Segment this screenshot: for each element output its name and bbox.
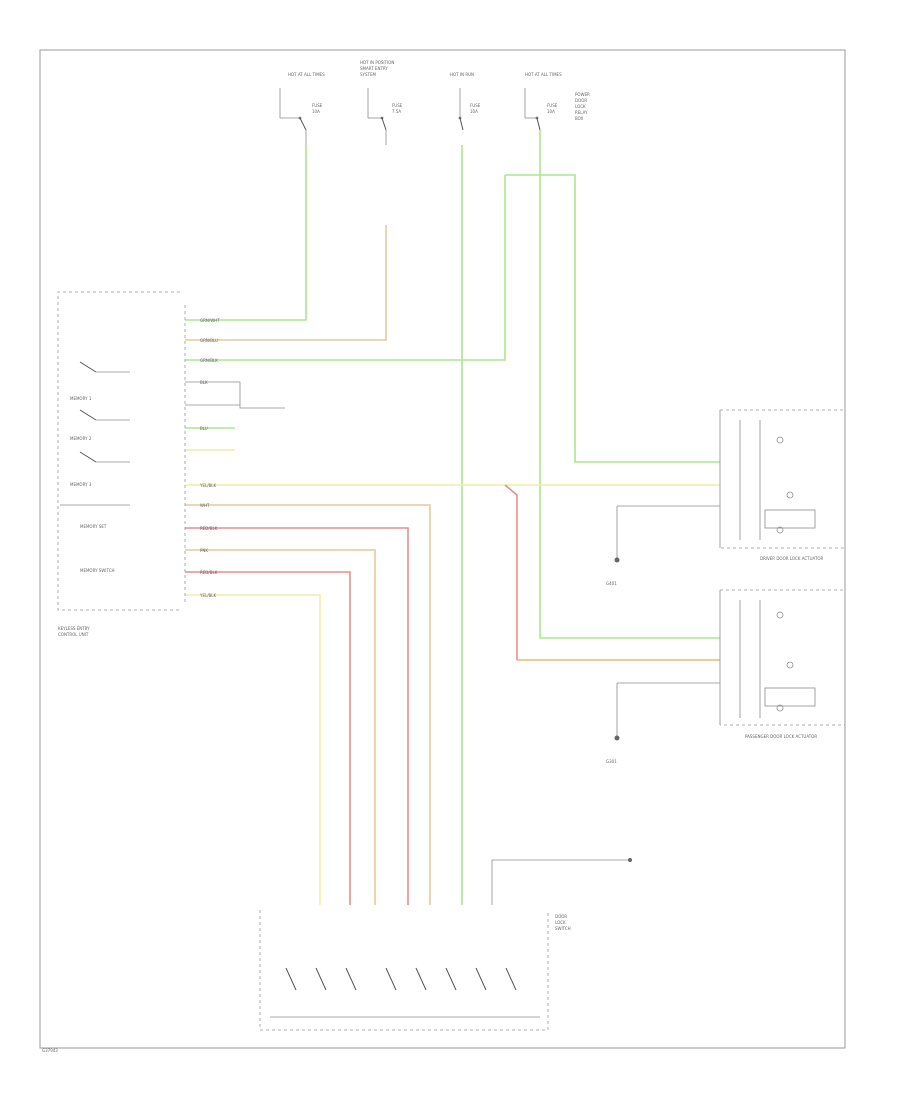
wire-green-1 xyxy=(185,145,307,321)
wire-tan-3 xyxy=(185,549,376,905)
wire-red-1 xyxy=(185,527,409,905)
diagram-code: G37943 xyxy=(42,1048,58,1053)
pin-label-1: GRN/WHT xyxy=(200,318,220,323)
passenger-actuator-outline xyxy=(720,589,846,726)
door-lock-switch: DOOR LOCK SWITCH xyxy=(259,910,571,1031)
wire-gray-1 xyxy=(185,381,285,409)
memory-2-label: MEMORY 2 xyxy=(70,436,92,441)
ground-g401: G401 xyxy=(606,557,620,586)
pin-label-6: YEL/BLK xyxy=(199,483,217,488)
pin-label-11: YEL/BLK xyxy=(199,593,217,598)
wire-green-2 xyxy=(185,175,506,361)
diagram-frame xyxy=(39,49,846,1049)
door-lock-switch-label-1: DOOR xyxy=(555,914,567,919)
door-lock-switch-label-3: SWITCH xyxy=(555,926,571,931)
pin-label-4: BLK xyxy=(200,380,208,385)
pin-label-9: PNK xyxy=(200,548,208,553)
control-unit-outline xyxy=(57,291,180,611)
keyless-entry-control-unit: KEYLESS ENTRY CONTROL UNIT MEMORY 1 MEMO… xyxy=(57,291,220,637)
fuse-1-type: FUSE xyxy=(312,103,323,108)
right-note: POWER DOOR LOCK RELAY BOX xyxy=(575,92,590,121)
right-note-line-5: BOX xyxy=(575,116,584,121)
memory-switch-label: MEMORY SWITCH xyxy=(80,568,115,573)
right-note-line-2: DOOR xyxy=(575,98,587,103)
fuse-1: HOT AT ALL TIMES FUSE 10A xyxy=(279,72,325,145)
door-lock-switch-label-2: LOCK xyxy=(555,920,566,925)
wire-red-2 xyxy=(185,571,351,905)
top-header-line-3: SYSTEM xyxy=(360,72,376,77)
fuse-1-label: HOT AT ALL TIMES xyxy=(288,72,325,77)
ground-g301-label: G301 xyxy=(606,759,617,764)
gray-wires xyxy=(185,88,720,905)
control-unit-label-1: KEYLESS ENTRY xyxy=(58,626,90,631)
pin-label-10: RED/BLK xyxy=(200,570,218,575)
memory-set-label: MEMORY SET xyxy=(80,524,107,529)
passenger-actuator-label: PASSENGER DOOR LOCK ACTUATOR xyxy=(745,734,817,739)
fuse-2-rating: 7.5A xyxy=(392,109,401,114)
pin-label-8: RED/BLK xyxy=(200,526,218,531)
wire-gray-7 xyxy=(491,859,630,905)
fuse-3: HOT IN RUN FUSE 10A xyxy=(450,72,481,131)
ground-g301: G301 xyxy=(606,735,620,764)
top-header-line-1: HOT IN POSITION xyxy=(360,60,394,65)
wire-tan-1 xyxy=(185,225,387,341)
wire-red-3 xyxy=(504,484,518,660)
top-header-line-2: SMART ENTRY xyxy=(360,66,388,71)
fuse-1-rating: 10A xyxy=(312,109,320,114)
pin-labels: GRN/WHT GRN/BLU GRN/BLK BLK BLU YEL/BLK … xyxy=(199,318,220,598)
fuse-4-type: FUSE xyxy=(547,103,558,108)
pin-label-7: WHT xyxy=(200,503,210,508)
fuse-3-label: HOT IN RUN xyxy=(450,72,474,77)
fuse-2-type: FUSE xyxy=(392,103,403,108)
top-header: HOT IN POSITION SMART ENTRY SYSTEM xyxy=(360,60,394,77)
pin-label-2: GRN/BLU xyxy=(200,338,218,343)
fuse-2: FUSE 7.5A xyxy=(367,88,403,145)
fuse-4: HOT AT ALL TIMES FUSE 10A xyxy=(524,72,562,131)
wire-tan-2 xyxy=(185,504,431,905)
fuse-3-rating: 10A xyxy=(470,109,478,114)
driver-actuator-label: DRIVER DOOR LOCK ACTUATOR xyxy=(760,556,824,561)
pin-label-5: BLU xyxy=(200,426,208,431)
wire-green-5 xyxy=(539,130,720,639)
right-note-line-4: RELAY xyxy=(575,110,588,115)
wire-yellow-2 xyxy=(185,594,321,905)
wires xyxy=(185,130,720,905)
pin-label-3: GRN/BLK xyxy=(200,358,218,363)
fuse-4-rating: 10A xyxy=(547,109,555,114)
driver-actuator-outline xyxy=(720,409,846,549)
passenger-door-lock-actuator: PASSENGER DOOR LOCK ACTUATOR xyxy=(719,589,846,739)
ground-g401-label: G401 xyxy=(606,581,617,586)
memory-1-label: MEMORY 1 xyxy=(70,396,92,401)
door-lock-switch-outline xyxy=(259,910,549,1031)
right-note-line-1: POWER xyxy=(575,92,590,97)
fuse-4-label: HOT AT ALL TIMES xyxy=(525,72,562,77)
fuse-3-type: FUSE xyxy=(470,103,481,108)
control-unit-label-2: CONTROL UNIT xyxy=(58,632,89,637)
right-note-line-3: LOCK xyxy=(575,104,586,109)
memory-3-label: MEMORY 3 xyxy=(70,482,92,487)
wire-green-4 xyxy=(505,174,720,463)
driver-door-lock-actuator: DRIVER DOOR LOCK ACTUATOR xyxy=(719,409,846,561)
